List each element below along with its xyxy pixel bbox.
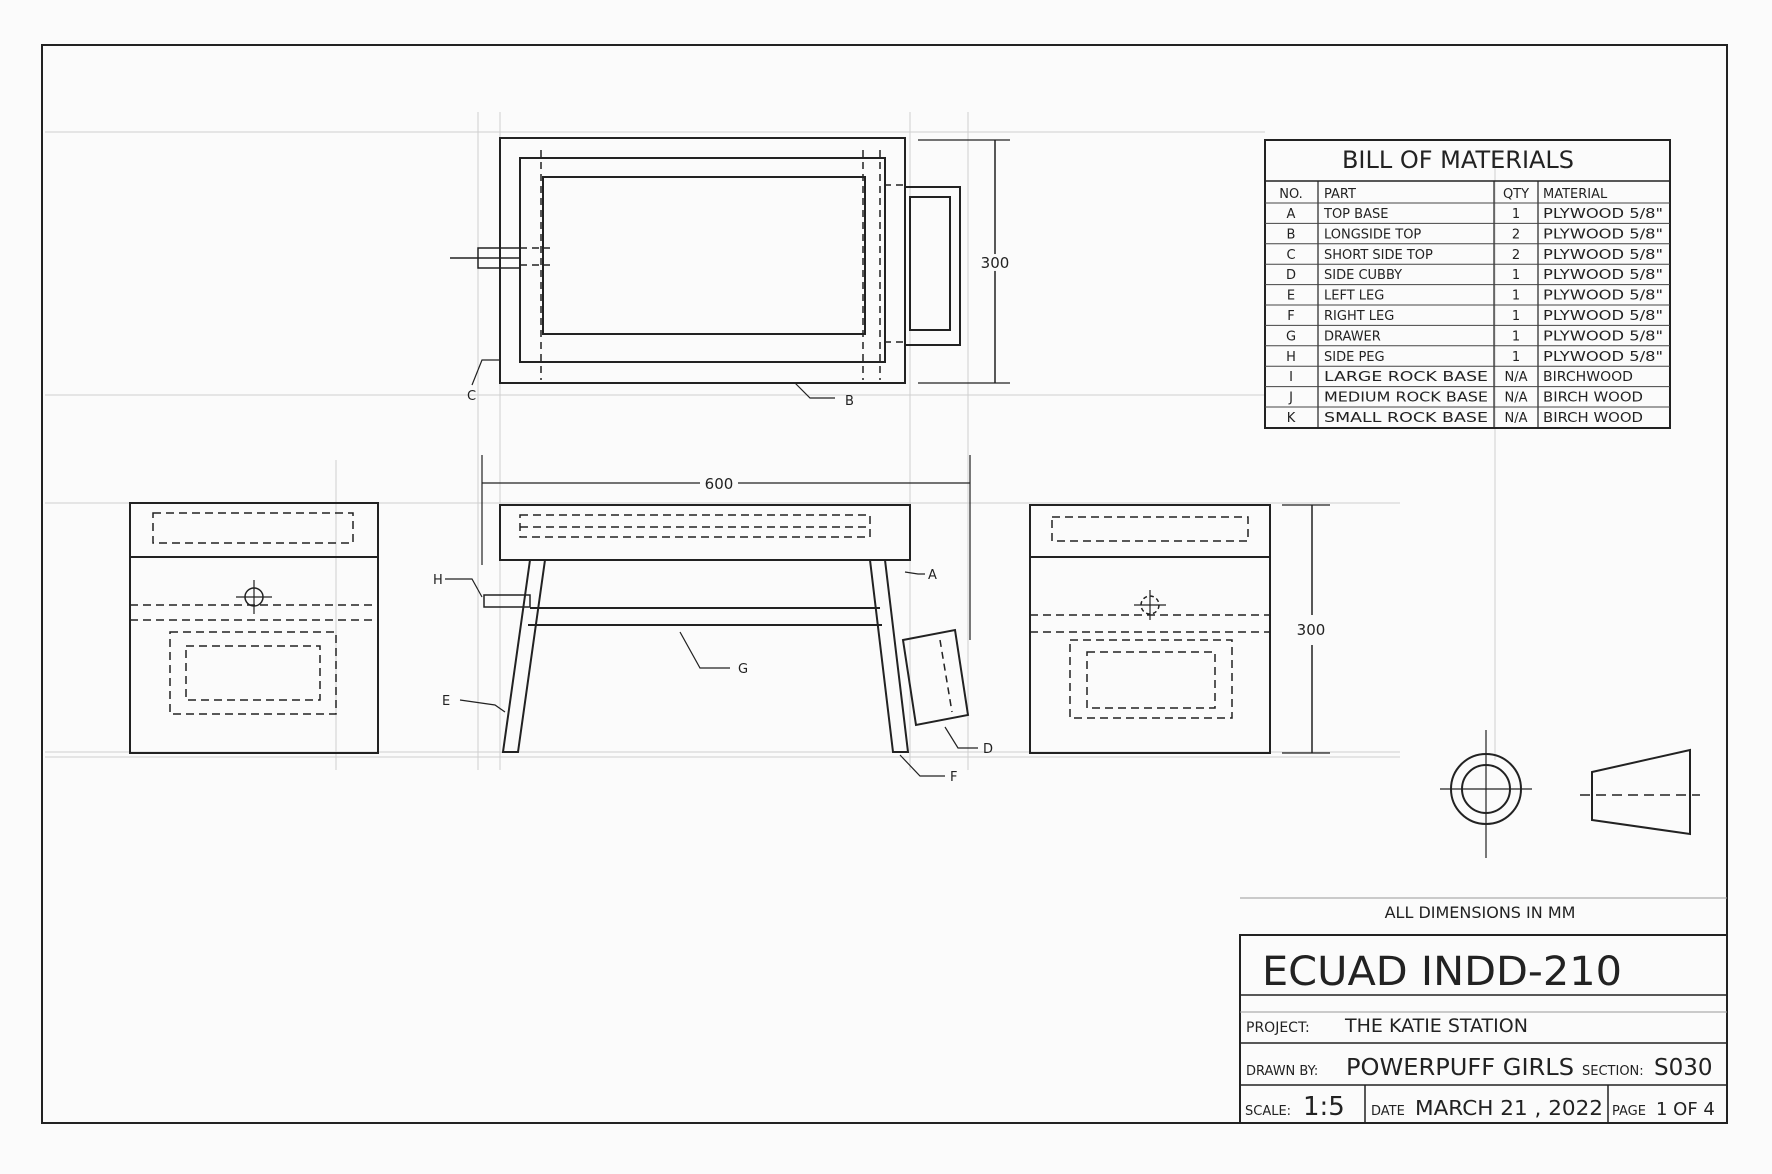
page-label: PAGE (1612, 1104, 1646, 1119)
bom-row: C SHORT SIDE TOP 2 PLYWOOD 5/8" (1286, 248, 1663, 263)
course-code: ECUAD INDD-210 (1262, 949, 1622, 995)
bom-cell-material: PLYWOOD 5/8" (1543, 350, 1663, 365)
projection-symbol (1440, 730, 1700, 858)
bom-cell-material: BIRCHWOOD (1543, 370, 1633, 385)
front-view (445, 455, 978, 777)
right-side-view (1029, 504, 1330, 754)
bom-cell-qty: 1 (1512, 268, 1520, 283)
bom-cell-material: PLYWOOD 5/8" (1543, 289, 1663, 304)
bom-cell-no: G (1286, 329, 1296, 344)
bom-cell-material: PLYWOOD 5/8" (1543, 248, 1663, 263)
front-view-width-dimension: 600 (705, 475, 734, 493)
bom-row: H SIDE PEG 1 PLYWOOD 5/8" (1286, 350, 1663, 365)
top-view-depth-dimension: 300 (981, 254, 1010, 272)
bom-cell-part: MEDIUM ROCK BASE (1324, 391, 1488, 406)
bom-header-no: NO. (1279, 187, 1303, 202)
bom-row: E LEFT LEG 1 PLYWOOD 5/8" (1287, 289, 1663, 304)
label-f: F (950, 770, 957, 785)
bom-cell-qty: N/A (1505, 411, 1528, 426)
bom-row: I LARGE ROCK BASE N/A BIRCHWOOD (1289, 370, 1633, 385)
bom-cell-material: PLYWOOD 5/8" (1543, 309, 1663, 324)
bom-cell-material: BIRCH WOOD (1543, 411, 1643, 426)
bom-cell-no: K (1287, 411, 1296, 426)
bom-cell-material: PLYWOOD 5/8" (1543, 329, 1663, 344)
bom-cell-part: RIGHT LEG (1324, 309, 1394, 324)
bom-cell-qty: 1 (1512, 289, 1520, 304)
bom-cell-no: E (1287, 289, 1295, 304)
bom-cell-no: A (1287, 207, 1296, 222)
bom-cell-qty: N/A (1505, 370, 1528, 385)
bom-cell-no: F (1287, 309, 1294, 324)
scale-label: SCALE: (1245, 1104, 1291, 1119)
bom-cell-no: H (1286, 350, 1296, 365)
bom-cell-qty: 1 (1512, 350, 1520, 365)
bom-cell-qty: 2 (1512, 248, 1520, 263)
section-value: S030 (1654, 1055, 1713, 1081)
bom-cell-part: SIDE PEG (1324, 350, 1385, 365)
date-label: DATE (1371, 1104, 1405, 1119)
construction-lines (45, 112, 1496, 770)
right-view-height-dimension: 300 (1297, 621, 1326, 639)
bom-row: B LONGSIDE TOP 2 PLYWOOD 5/8" (1287, 227, 1663, 242)
bom-cell-material: BIRCH WOOD (1543, 391, 1643, 406)
bom-cell-qty: 1 (1512, 329, 1520, 344)
page-value: 1 OF 4 (1656, 1099, 1715, 1120)
left-side-view (129, 502, 379, 754)
bom-cell-no: J (1288, 391, 1293, 406)
bom-header-qty: QTY (1503, 187, 1529, 202)
bom-title: BILL OF MATERIALS (1342, 146, 1574, 174)
bom-row: K SMALL ROCK BASE N/A BIRCH WOOD (1287, 411, 1643, 426)
bom-cell-no: I (1289, 370, 1293, 385)
bom-cell-qty: N/A (1505, 391, 1528, 406)
bom-row: A TOP BASE 1 PLYWOOD 5/8" (1287, 207, 1663, 222)
label-a: A (928, 568, 937, 583)
label-b: B (845, 394, 854, 409)
bom-cell-no: C (1286, 248, 1295, 263)
bom-cell-no: D (1286, 268, 1296, 283)
bom-row: F RIGHT LEG 1 PLYWOOD 5/8" (1287, 309, 1663, 324)
label-g: G (738, 662, 748, 677)
bom-cell-part: SHORT SIDE TOP (1324, 248, 1433, 263)
section-label: SECTION: (1582, 1064, 1644, 1079)
label-c: C (467, 389, 476, 404)
bom-cell-qty: 1 (1512, 309, 1520, 324)
label-h: H (433, 573, 443, 588)
drawing-border (41, 44, 1728, 1124)
bom-cell-qty: 1 (1512, 207, 1520, 222)
bom-row: J MEDIUM ROCK BASE N/A BIRCH WOOD (1288, 391, 1643, 406)
date-value: MARCH 21 , 2022 (1415, 1096, 1603, 1120)
bom-cell-part: TOP BASE (1323, 207, 1388, 222)
bom-cell-part: LEFT LEG (1324, 289, 1384, 304)
bom-cell-part: SIDE CUBBY (1324, 268, 1402, 283)
label-d: D (983, 742, 993, 757)
bom-cell-no: B (1287, 227, 1296, 242)
bom-cell-qty: 2 (1512, 227, 1520, 242)
drawn-by-value: POWERPUFF GIRLS (1346, 1055, 1574, 1081)
bom-cell-part: LONGSIDE TOP (1324, 227, 1421, 242)
scale-value: 1:5 (1303, 1092, 1345, 1122)
bom-header-part: PART (1324, 187, 1356, 202)
dimensions-note: ALL DIMENSIONS IN MM (1385, 903, 1576, 922)
bom-header-material: MATERIAL (1543, 187, 1608, 202)
top-view (450, 137, 1010, 399)
bom-cell-part: DRAWER (1324, 329, 1381, 344)
title-block (1239, 897, 1728, 1124)
bom-cell-part: LARGE ROCK BASE (1324, 370, 1488, 385)
bom-cell-material: PLYWOOD 5/8" (1543, 268, 1663, 283)
bom-cell-material: PLYWOOD 5/8" (1543, 207, 1663, 222)
drawn-by-label: DRAWN BY: (1246, 1064, 1318, 1079)
bom-cell-material: PLYWOOD 5/8" (1543, 227, 1663, 242)
label-e: E (442, 694, 450, 709)
bom-row: D SIDE CUBBY 1 PLYWOOD 5/8" (1286, 268, 1663, 283)
bom-row: G DRAWER 1 PLYWOOD 5/8" (1286, 329, 1663, 344)
project-name: THE KATIE STATION (1344, 1015, 1528, 1037)
bom-cell-part: SMALL ROCK BASE (1324, 411, 1488, 426)
project-label: PROJECT: (1246, 1020, 1310, 1036)
